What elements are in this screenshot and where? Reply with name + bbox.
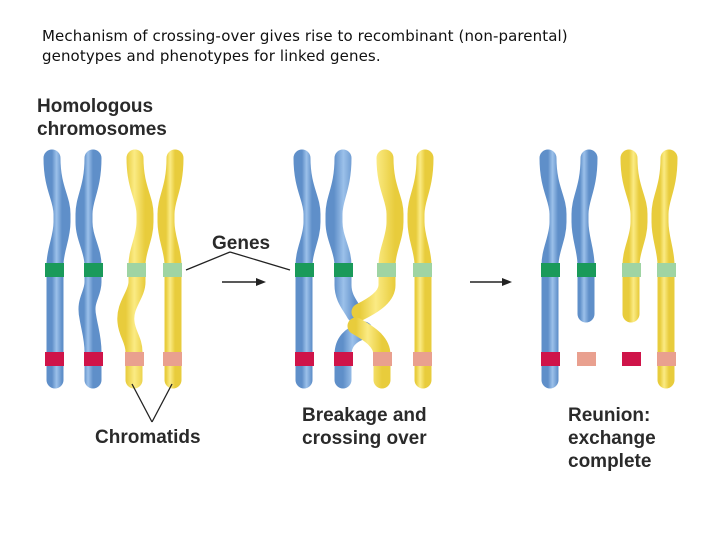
gene-band-pink bbox=[373, 352, 392, 366]
gene-band-red bbox=[295, 352, 314, 366]
yellow-chromatid-right bbox=[407, 149, 434, 389]
reunion-label-line-2: exchange bbox=[568, 428, 656, 449]
yellow-chromatid-right bbox=[651, 149, 678, 389]
process-arrow-1 bbox=[222, 278, 266, 286]
chromatids-pointer-lines bbox=[131, 383, 173, 423]
blue-chromatid-left bbox=[293, 149, 321, 389]
gene-band-light-green bbox=[127, 263, 146, 277]
yellow-chromosome bbox=[620, 149, 678, 389]
process-arrow-2 bbox=[470, 278, 512, 286]
blue-chromatid-left bbox=[43, 149, 71, 389]
gene-band-light-green bbox=[377, 263, 396, 277]
breakage-label-line-1: Breakage and bbox=[302, 405, 427, 426]
reunion-label-line-1: Reunion: bbox=[568, 405, 651, 426]
breakage-label-line-2: crossing over bbox=[302, 428, 427, 449]
gene-band-green bbox=[334, 263, 353, 277]
gene-band-green bbox=[295, 263, 314, 277]
gene-band-pink bbox=[413, 352, 432, 366]
figure-caption: Mechanism of crossing-over gives rise to… bbox=[42, 27, 568, 65]
gene-band-red bbox=[622, 352, 641, 366]
blue-chromatid-left bbox=[539, 149, 567, 389]
recombinant-chromatid-yellow-blue bbox=[620, 149, 648, 323]
gene-band-light-green bbox=[163, 263, 182, 277]
gene-band-green bbox=[577, 263, 596, 277]
panel-breakage bbox=[293, 149, 434, 389]
gene-band-light-green bbox=[413, 263, 432, 277]
genes-pointer-lines bbox=[185, 251, 291, 271]
homologous-chromosomes-label: Homologous chromosomes bbox=[37, 95, 167, 141]
genes-label: Genes bbox=[212, 233, 271, 254]
homologous-label-line-1: Homologous bbox=[37, 96, 154, 117]
gene-band-light-green bbox=[657, 263, 676, 277]
recombinant-chromatid-blue-yellow bbox=[571, 149, 598, 323]
gene-band-green bbox=[84, 263, 103, 277]
gene-band-pink bbox=[577, 352, 596, 366]
gene-band-green bbox=[541, 263, 560, 277]
gene-band-red bbox=[334, 352, 353, 366]
yellow-chromatid-left bbox=[351, 149, 404, 321]
blue-chromosome bbox=[539, 149, 598, 389]
blue-chromatid-right bbox=[325, 149, 364, 323]
homologous-label-line-2: chromosomes bbox=[37, 119, 167, 140]
gene-band-pink bbox=[163, 352, 182, 366]
gene-band-light-green bbox=[622, 263, 641, 277]
yellow-chromatid-right bbox=[157, 149, 184, 389]
breakage-label: Breakage and crossing over bbox=[302, 404, 427, 450]
chromatids-label: Chromatids bbox=[95, 427, 201, 448]
panel-reunion bbox=[539, 149, 678, 389]
gene-band-red bbox=[45, 352, 64, 366]
panel-homologous bbox=[43, 149, 184, 389]
gene-band-red bbox=[84, 352, 103, 366]
gene-band-pink bbox=[657, 352, 676, 366]
gene-band-red bbox=[541, 352, 560, 366]
gene-band-green bbox=[45, 263, 64, 277]
reunion-label: Reunion: exchange complete bbox=[568, 404, 656, 473]
reunion-label-line-3: complete bbox=[568, 451, 652, 472]
gene-band-pink bbox=[125, 352, 144, 366]
